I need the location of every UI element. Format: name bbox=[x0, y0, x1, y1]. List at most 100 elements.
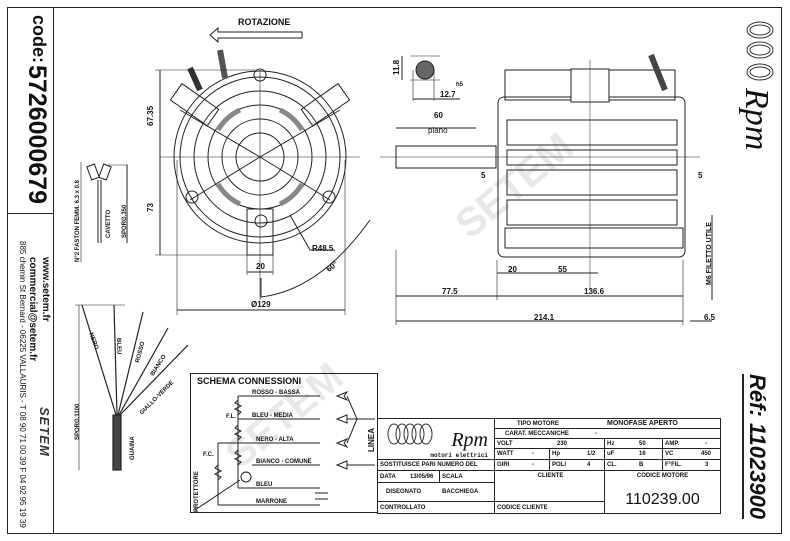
volt-label: VOLT bbox=[497, 440, 513, 447]
watt-label: WATT bbox=[497, 451, 514, 457]
codice-motore-label: CODICE MOTORE bbox=[636, 473, 689, 479]
dim-5-right: 5 bbox=[698, 171, 703, 180]
schema-wiring bbox=[194, 390, 375, 511]
dim-77-5: 77.5 bbox=[442, 287, 458, 296]
poli-value: 4 bbox=[587, 462, 591, 468]
watt-cell: WATT - bbox=[495, 449, 550, 460]
dim-diameter-129: Ø129 bbox=[251, 300, 271, 309]
controllato-cell: CONTROLLATO bbox=[378, 502, 495, 514]
disegnato-value: BACCHIEGA bbox=[442, 489, 479, 495]
codice-cliente-cell: CODICE CLIENTE bbox=[495, 502, 605, 514]
poli-cell: POLI 4 bbox=[550, 460, 605, 471]
reference-number: Réf: 11023900 bbox=[742, 374, 770, 520]
caratt-value: - bbox=[595, 430, 597, 437]
codice-motore-value: 110239.00 bbox=[625, 491, 700, 508]
poli-label: POLI bbox=[552, 462, 567, 468]
rpm-coil-logo bbox=[746, 21, 774, 81]
hz-cell: Hz 50 bbox=[605, 439, 663, 449]
rpm-brand-text: Rpm bbox=[738, 88, 775, 151]
schema-line-bleu-media: BLEU - MEDIA bbox=[252, 413, 293, 419]
dim-55: 55 bbox=[558, 265, 567, 274]
tipo-motore-value: MONOFASE APERTO bbox=[607, 420, 678, 427]
uf-cell: uF 16 bbox=[605, 449, 663, 460]
title-logo-sub: motori elettrici bbox=[430, 452, 488, 459]
wire-label-bleu: BLEU bbox=[115, 338, 122, 355]
dim-214-1: 214.1 bbox=[534, 313, 555, 322]
schema-line-bleu: BLEU bbox=[256, 482, 273, 488]
dim-20-side: 20 bbox=[508, 265, 517, 274]
tipo-motore-row: TIPO MOTORE MONOFASE APERTO bbox=[495, 419, 721, 429]
schema-linea: LINEA bbox=[367, 428, 376, 452]
title-logo-text: Rpm bbox=[451, 429, 488, 451]
dim-67-35: 67.35 bbox=[146, 105, 155, 126]
giri-value: - bbox=[532, 462, 534, 468]
thread-label: M6 FILETTO UTILE bbox=[706, 222, 713, 285]
dim-73: 73 bbox=[146, 203, 155, 212]
wire-bundle bbox=[75, 304, 189, 471]
caratt-row: CARAT. MECCANICHE - bbox=[495, 429, 721, 439]
amp-value: - bbox=[705, 440, 707, 447]
tolerance-h5: h5 bbox=[456, 82, 464, 88]
data-value: 13/05/96 bbox=[410, 473, 434, 480]
drawing-frame bbox=[7, 7, 782, 534]
cl-value: B bbox=[639, 462, 644, 468]
schema-title: SCHEMA CONNESSIONI bbox=[197, 376, 302, 386]
front-view bbox=[155, 26, 371, 315]
volt-cell: VOLT 230 bbox=[495, 439, 605, 449]
cl-label: CL. bbox=[607, 462, 617, 468]
disegnato-label: DISEGNATO bbox=[386, 489, 422, 495]
hz-label: Hz bbox=[607, 440, 615, 447]
fil-label: F°FIL. bbox=[665, 462, 682, 468]
dim-r48-5: R48.5 bbox=[312, 244, 334, 253]
vc-label: VC bbox=[665, 451, 674, 457]
codice-motore-cell: CODICE MOTORE 110239.00 bbox=[605, 471, 721, 514]
rotation-label: ROTAZIONE bbox=[238, 17, 291, 27]
schema-line-nero: NERO - ALTA bbox=[256, 437, 294, 443]
uf-value: 16 bbox=[639, 451, 646, 457]
title-logo-cell: Rpm motori elettrici bbox=[378, 419, 495, 460]
hz-value: 50 bbox=[639, 440, 646, 447]
data-cell: DATA 13/05/96 bbox=[378, 471, 440, 483]
dim-20-bracket: 20 bbox=[256, 262, 265, 271]
faston-title: N°2 FASTON FEMM. 6.3 x 0.8 bbox=[75, 180, 81, 262]
code-box: code: 5726000679 bbox=[7, 7, 53, 214]
schema-line-rosso: ROSSO - BASSA bbox=[252, 390, 301, 396]
side-view bbox=[380, 53, 713, 325]
giri-label: GIRI bbox=[497, 462, 510, 468]
wire-sheath-label: GUAINA bbox=[130, 436, 136, 460]
fil-value: 3 bbox=[705, 462, 709, 468]
amp-cell: AMP. - bbox=[663, 439, 721, 449]
dim-5-left: 5 bbox=[481, 171, 486, 180]
disegnato-cell: DISEGNATO BACCHIEGA bbox=[378, 483, 495, 502]
title-block-coil-logo bbox=[387, 423, 433, 445]
left-info-column: code: 5726000679 www.setem.fr commercial… bbox=[7, 7, 54, 534]
wire-length-label: SPORG.1100 bbox=[75, 403, 81, 440]
title-block: Rpm motori elettrici TIPO MOTORE MONOFAS… bbox=[377, 418, 721, 514]
cliente-cell: CLIENTE bbox=[495, 471, 605, 502]
schema-line-bianco: BIANCO - COMUNE bbox=[256, 459, 312, 465]
data-label: DATA bbox=[380, 473, 396, 480]
watt-value: - bbox=[532, 451, 534, 457]
vc-value: 450 bbox=[701, 451, 712, 457]
uf-label: uF bbox=[607, 451, 615, 457]
sostituisce-cell: SOSTITUISCE PARI NUMERO DEL bbox=[378, 460, 495, 471]
amp-label: AMP. bbox=[665, 440, 680, 447]
cl-cell: CL. B bbox=[605, 460, 663, 471]
volt-value: 230 bbox=[557, 440, 568, 447]
dim-12-7: 12.7 bbox=[440, 90, 456, 99]
caratt-label: CARAT. MECCANICHE bbox=[505, 430, 569, 437]
giri-cell: GIRI - bbox=[495, 460, 550, 471]
faston-cable-label: CAVETTO bbox=[106, 209, 112, 238]
flat-label: piano bbox=[428, 126, 448, 135]
schema-line-marrone: MARRONE bbox=[256, 499, 287, 505]
tipo-motore-label: TIPO MOTORE bbox=[517, 420, 559, 427]
schema-fl: F.L. bbox=[226, 414, 236, 420]
hp-value: 1/2 bbox=[587, 451, 596, 457]
vc-cell: VC 450 bbox=[663, 449, 721, 460]
dim-60-flat: 60 bbox=[434, 111, 443, 120]
schema-protector: PROTETTORE bbox=[194, 471, 200, 512]
fil-cell: F°FIL. 3 bbox=[663, 460, 721, 471]
scala-cell: SCALA bbox=[440, 471, 495, 483]
dim-6-5: 6.5 bbox=[704, 313, 716, 322]
